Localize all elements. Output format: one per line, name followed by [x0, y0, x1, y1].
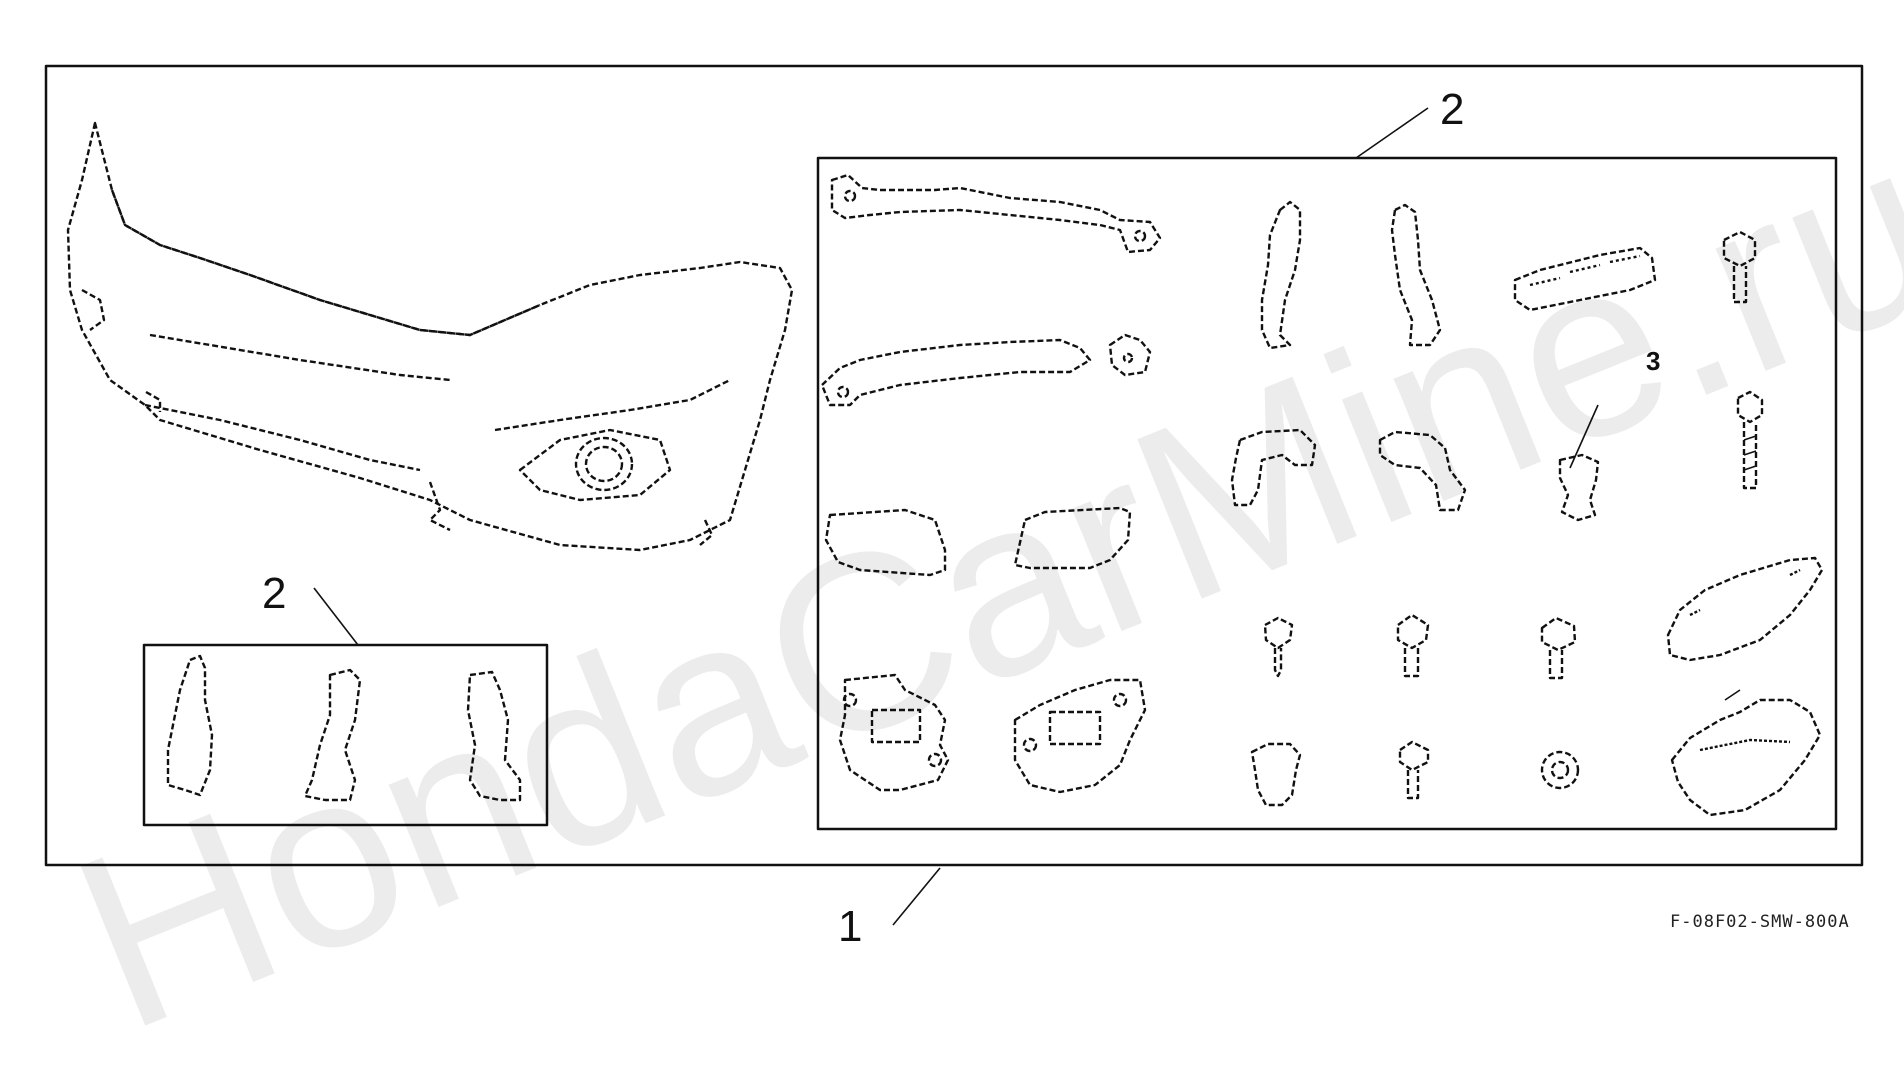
- front-bumper: [66, 121, 794, 552]
- long-bracket-2: [820, 333, 1152, 407]
- bumper-bracket-3: [466, 670, 522, 802]
- diagram-code: F-08F02-SMW-800A: [1670, 912, 1850, 932]
- screw-2: [1396, 613, 1430, 678]
- callout-brackets-lower: 2: [262, 569, 287, 618]
- long-bracket-1: [830, 173, 1162, 254]
- stay-bracket-1: [1260, 200, 1302, 350]
- callout-clip: 3: [1646, 346, 1661, 376]
- callout-kit: 1: [838, 902, 863, 951]
- clip-body: [1250, 742, 1302, 807]
- fog-light-housing-right: [1013, 678, 1147, 794]
- bolt-2: [1736, 390, 1764, 490]
- bumper-bracket-2: [303, 668, 362, 802]
- bracket-curve-1: [1230, 428, 1317, 507]
- skid-plate: [1670, 689, 1822, 817]
- screw-3: [1540, 616, 1577, 680]
- fog-light-housing-left: [838, 673, 950, 792]
- stay-bracket-2: [1390, 203, 1442, 347]
- parts-box: [816, 156, 1838, 831]
- leader-2-upper: [1355, 107, 1429, 159]
- callout-brackets-upper: 2: [1440, 85, 1465, 134]
- bolt-1: [1722, 230, 1757, 304]
- screw-1: [1263, 616, 1294, 678]
- trim-clip: [1398, 740, 1430, 800]
- fog-cover-right: [1013, 506, 1132, 570]
- fog-cover-left: [824, 508, 947, 577]
- leader-1: [892, 867, 941, 926]
- bracket-box: [142, 643, 549, 827]
- bumper-bracket-1: [166, 654, 214, 797]
- leader-2-lower: [313, 587, 359, 646]
- grille-emblem: [1513, 246, 1657, 312]
- under-cover: [1666, 556, 1824, 662]
- leader-3: [1569, 404, 1599, 469]
- nut: [1540, 750, 1580, 790]
- parts-diagram: [44, 64, 1864, 926]
- push-clip: [1558, 453, 1600, 522]
- bracket-curve-2: [1378, 430, 1467, 512]
- outer-frame: [44, 64, 1864, 867]
